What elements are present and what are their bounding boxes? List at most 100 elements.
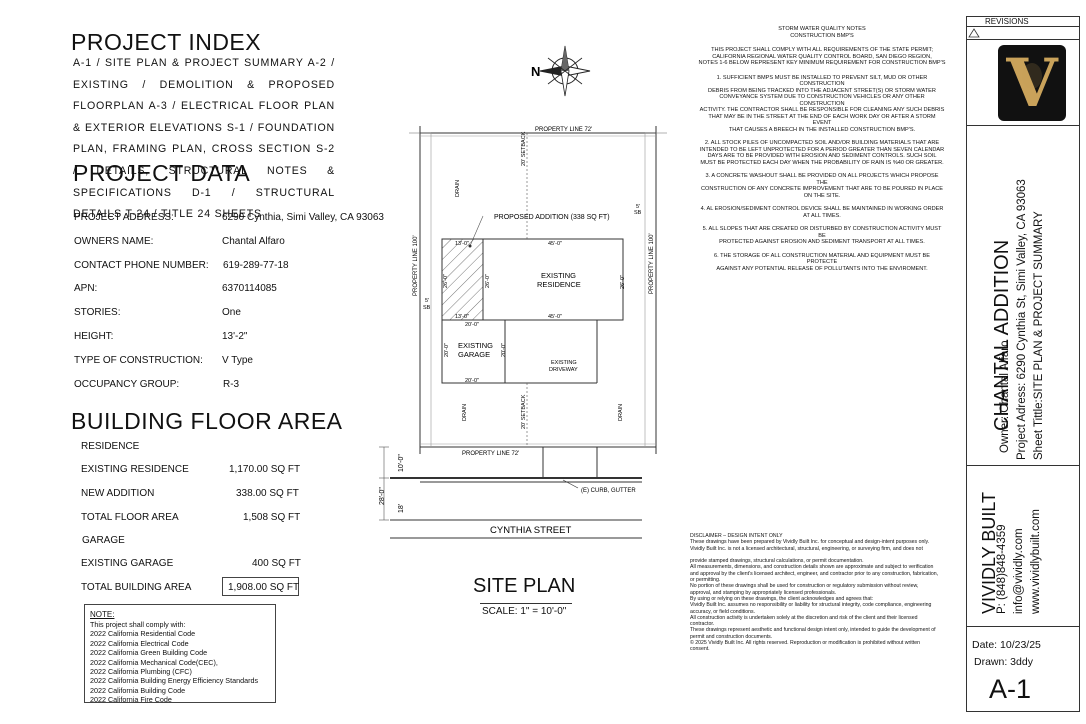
bmp-intro-line: CALIFORNIA REGIONAL WATER QUALITY CONTRO… [712, 53, 932, 60]
code-note-line: This project shall comply with: [90, 620, 186, 629]
bmp-notes: STORM WATER QUALITY NOTES CONSTRUCTION B… [680, 26, 964, 279]
row-value: 13'-2" [222, 330, 248, 342]
row-label: OCCUPANCY GROUP: [74, 378, 180, 390]
revisions-label: REVISIONS [985, 17, 1029, 26]
disclaimer-line: and approval by the client's licensed ar… [690, 570, 939, 577]
dim-26-left: 26'-0" [443, 274, 449, 288]
sb-left-label: SB [423, 305, 431, 311]
bmp-note: 4. AL EROSION/SEDIMENT CONTROL DEVICE SH… [700, 206, 944, 219]
bmp-note: 6. THE STORAGE OF ALL CONSTRUCTION MATER… [713, 252, 931, 272]
row-label: PROJECT ADDRESS: [74, 212, 174, 223]
project-address: Project Adress: 6290 Cynthia St, Simi Va… [1016, 179, 1028, 460]
code-note-lines: This project shall comply with: 2022 Cal… [90, 620, 258, 705]
disclaimer-line: permit and construction documents. [690, 633, 773, 640]
title-block [966, 16, 1080, 712]
property-boundary [409, 126, 667, 454]
sb-left-dim: 5' [425, 298, 429, 304]
code-note-line: 2022 California Plumbing (CFC) [90, 667, 192, 677]
existing-residence-label-2: RESIDENCE [537, 280, 581, 289]
total-building-label: TOTAL BUILDING AREA [81, 582, 192, 593]
code-note-line: 2022 California Building Energy Efficien… [90, 676, 259, 686]
total-building-box [222, 577, 299, 596]
project-data-row: OWNERS NAME: Chantal Alfaro [74, 236, 404, 260]
existing-garage-label: EXISTING GARAGE [81, 558, 174, 569]
row-label: CONTACT PHONE NUMBER: [74, 259, 209, 271]
code-note-line: 2022 California Green Building Code [90, 648, 208, 658]
drawn-by: Drawn: 3ddy [974, 656, 1033, 668]
sheet-number: A-1 [989, 674, 1032, 704]
disclaimer-line: All construction activity is undertaken … [690, 614, 918, 621]
bmp-intro-line: NOTES 1-6 BELOW REPRESENT KEY MINIMUM RE… [698, 60, 946, 66]
dim-18-label: 18' [398, 504, 405, 513]
code-note-line: 2022 California Mechanical Code(CEC), [90, 657, 218, 667]
drain-label: DRAIN [455, 180, 461, 197]
project-data-row: HEIGHT: 13'-2" [74, 331, 404, 355]
curb-label: (E) CURB, GUTTER [581, 488, 636, 494]
row-label: OWNERS NAME: [74, 235, 154, 247]
new-addition-label: NEW ADDITION [81, 488, 155, 499]
project-data-row: OCCUPANCY GROUP: R-3 [74, 379, 404, 403]
total-building-value: 1,908.00 SQ FT [228, 582, 300, 593]
project-data-row: TYPE OF CONSTRUCTION: V Type [74, 355, 404, 379]
row-value: Chantal Alfaro [222, 235, 285, 247]
title-block-divider [966, 26, 1080, 27]
curb-gutter [390, 477, 642, 489]
row-value: V Type [222, 354, 253, 366]
dim-45-bottom: 45'-0" [548, 314, 562, 320]
disclaimer-line: or permitting. [690, 577, 721, 584]
site-plan-title: SITE PLAN [473, 575, 576, 597]
proposed-addition-area [441, 238, 484, 321]
bmp-note: 2. ALL STOCK PILES OF UNCOMPACTED SOIL A… [699, 140, 945, 166]
code-note-box [84, 604, 276, 703]
dim-26-right: 26'-0" [620, 275, 626, 289]
title-underline [480, 603, 572, 604]
setback-bottom-label: 20' SETBACK [521, 394, 527, 429]
disclaimer-line: accuracy, or field conditions. [690, 608, 756, 615]
disclaimer-line: © 2025 Vividly Built Inc. All rights res… [690, 640, 921, 647]
project-data-row: CONTACT PHONE NUMBER: 619-289-77-18 [74, 260, 404, 284]
title-block-divider [966, 626, 1080, 627]
dim-20-right: 20'-0" [501, 343, 507, 357]
disclaimer-line: Vividly Built Inc. assumes no responsibi… [690, 602, 932, 609]
sb-right-label: SB [634, 210, 642, 216]
code-note-line: 2022 California Building Code [90, 685, 186, 695]
disclaimer-line: contractor. [690, 621, 715, 628]
row-value: R-3 [223, 378, 240, 390]
bmp-note: 3. A CONCRETE WASHOUT SHALL BE PROVIDED … [700, 173, 944, 199]
bmp-note: 5. ALL SLOPES THAT ARE CREATED OR DISTUR… [702, 226, 942, 245]
row-value: One [222, 307, 241, 319]
existing-residence-value: 1,170.00 SQ FT [229, 464, 301, 475]
project-index-text: A-1 / SITE PLAN & PROJECT SUMMARY A-2 / … [73, 57, 335, 221]
street-name: CYNTHIA STREET [490, 525, 571, 536]
north-arrow-icon [539, 45, 591, 97]
code-note-line: 2022 California Electrical Code [90, 638, 189, 648]
drain-label: DRAIN [462, 404, 468, 421]
row-value: 619-289-77-18 [223, 259, 289, 271]
row-value: 6290 Cynthia, Simi Valley, CA 93063 [222, 212, 384, 223]
property-line-right-label: PROPERTY LINE 100' [649, 233, 655, 294]
north-label: N [531, 64, 540, 79]
disclaimer-line: approval, and stamping by appropriately … [690, 589, 837, 596]
dim-45-top: 45'-0" [548, 241, 562, 247]
existing-driveway-label-2: DRIVEWAY [549, 367, 578, 373]
garage-header: GARAGE [82, 535, 125, 546]
existing-garage-label-1: EXISTING [458, 341, 493, 350]
drain-label: DRAIN [618, 404, 624, 421]
bmp-intro-line: THIS PROJECT SHALL COMPLY WITH ALL REQUI… [711, 47, 933, 53]
sb-right-dim: 5' [636, 204, 640, 210]
row-label: TYPE OF CONSTRUCTION: [74, 354, 203, 366]
row-value: 6370114085 [222, 283, 277, 295]
proposed-addition-label: PROPOSED ADDITION (338 SQ FT) [494, 214, 610, 221]
project-data-row: STORIES: One [74, 307, 404, 331]
sheet-title: Sheet Tittle:SITE PLAN & PROJECT SUMMARY [1033, 211, 1045, 460]
setback-top-label: 20' SETBACK [521, 131, 527, 166]
project-data-table: PROJECT ADDRESS: 6290 Cynthia, Simi Vall… [74, 212, 404, 402]
revision-triangle-icon [968, 28, 980, 38]
disclaimer-line: consent. [690, 646, 710, 653]
property-line-left-label: PROPERTY LINE 100' [413, 235, 419, 296]
floor-area-title: BUILDING FLOOR AREA [71, 408, 343, 434]
existing-driveway-label-1: EXISTING [551, 360, 577, 366]
existing-residence-label-1: EXISTING [541, 271, 576, 280]
disclaimer-line: By using or relying on these drawings, t… [690, 595, 874, 602]
